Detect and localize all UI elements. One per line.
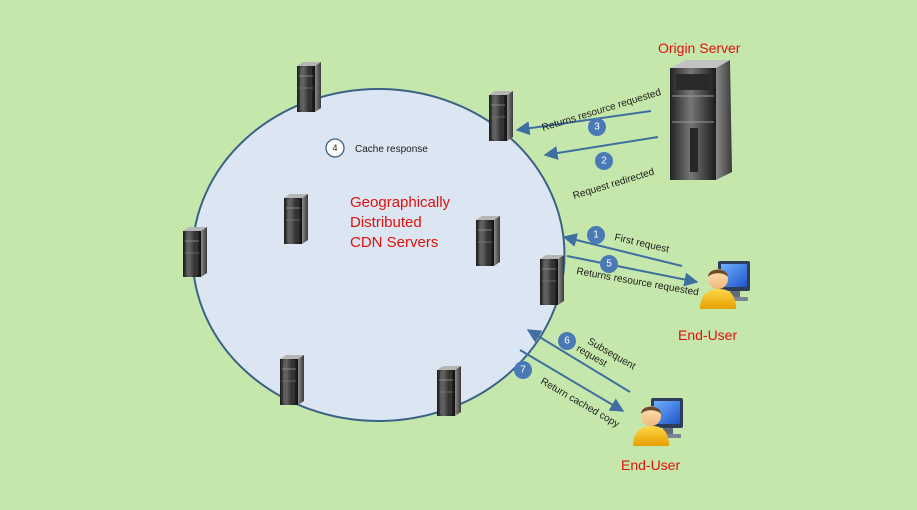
arrow-6	[526, 329, 631, 393]
server-rack-icon	[296, 61, 322, 113]
cdn-title-line: Distributed	[350, 214, 422, 231]
step-badge	[558, 332, 576, 350]
end-user-icon	[700, 261, 750, 309]
step-number: 2	[601, 156, 607, 167]
arrow-2	[543, 136, 659, 160]
arrow-1	[562, 233, 683, 267]
step-badge	[600, 255, 618, 273]
arrow-3	[515, 110, 652, 136]
step-badge	[325, 138, 345, 158]
step-number: 4	[332, 143, 337, 153]
step-badge	[514, 361, 532, 379]
end-user-label: End-User	[621, 457, 680, 473]
step-2-label: Request redirected	[572, 167, 656, 202]
step-number: 5	[606, 259, 612, 270]
step-badge	[587, 226, 605, 244]
step-badge	[595, 152, 613, 170]
step-number: 1	[593, 230, 599, 241]
cdn-title-line: CDN Servers	[350, 234, 438, 251]
server-rack-icon	[475, 215, 501, 267]
step-badges: 3 2 1 5 6 7	[514, 118, 618, 379]
cache-response-label: Cache response	[355, 144, 428, 155]
server-rack-icon	[436, 365, 462, 417]
server-rack-icon	[283, 193, 309, 245]
origin-server-label: Origin Server	[658, 40, 741, 56]
arrow-7	[519, 349, 625, 412]
server-rack-icon	[488, 90, 514, 142]
origin-server-icon	[670, 60, 732, 180]
end-user-label: End-User	[678, 327, 737, 343]
server-rack-icon	[182, 226, 208, 278]
step-badge	[588, 118, 606, 136]
server-rack-icon	[539, 254, 565, 306]
step-number: 6	[564, 336, 570, 347]
step-6-label: Subsequent request	[574, 333, 639, 384]
cdn-title: Geographically Distributed CDN Servers	[350, 194, 454, 251]
end-user-icon	[633, 398, 683, 446]
arrow-5	[566, 255, 699, 287]
step-number: 3	[594, 122, 600, 133]
cdn-title-line: Geographically	[350, 194, 451, 211]
cache-response-step: 4 Cache response	[325, 138, 428, 158]
step-number: 7	[520, 365, 526, 376]
server-rack-icon	[279, 354, 305, 406]
